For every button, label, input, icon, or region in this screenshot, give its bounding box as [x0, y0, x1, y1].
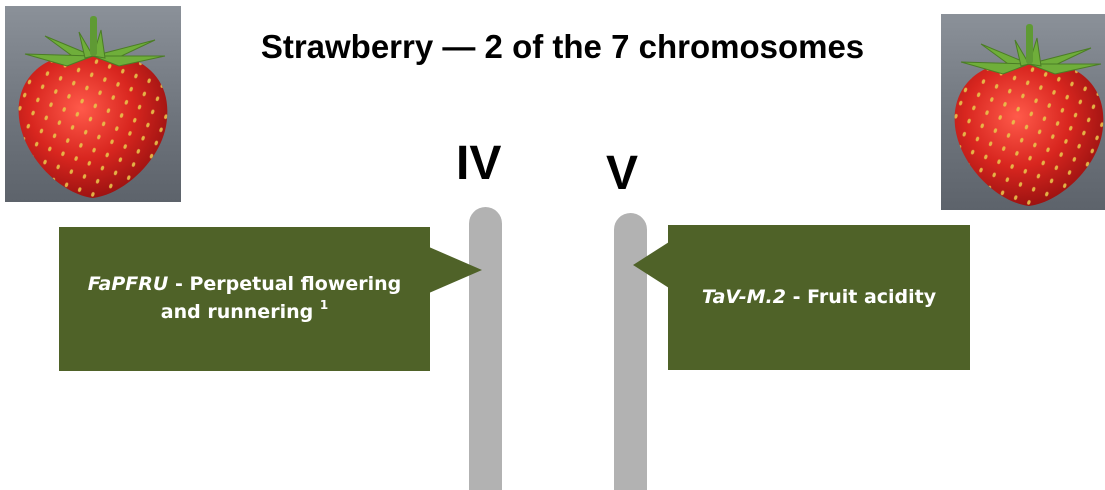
callout-pointer-right	[633, 242, 669, 288]
footnote-marker: 1	[319, 298, 329, 312]
callout-tav-m2: TaV-M.2 - Fruit acidity	[668, 225, 970, 370]
callout-tav-m2-text: TaV-M.2 - Fruit acidity	[702, 284, 936, 312]
chromosome-label-v: V	[606, 147, 639, 200]
callout-separator: -	[785, 285, 808, 308]
callout-pointer-left	[429, 247, 482, 293]
gene-name-fapfru: FaPFRU	[87, 273, 169, 296]
gene-name-tav-m2: TaV-M.2	[701, 285, 786, 308]
callout-fapfru-text: FaPFRU - Perpetual flowering and runneri…	[69, 271, 420, 326]
diagram-title: Strawberry — 2 of the 7 chromosomes	[260, 28, 865, 65]
trait-description-tav-m2: Fruit acidity	[807, 285, 937, 308]
chromosome-label-iv: IV	[456, 137, 502, 190]
callout-fapfru: FaPFRU - Perpetual flowering and runneri…	[59, 227, 430, 371]
strawberry-photo-left	[5, 6, 181, 202]
strawberry-photo-right	[941, 14, 1105, 210]
trait-description-fapfru: Perpetual flowering and runnering	[160, 273, 402, 323]
callout-separator: -	[168, 273, 190, 296]
